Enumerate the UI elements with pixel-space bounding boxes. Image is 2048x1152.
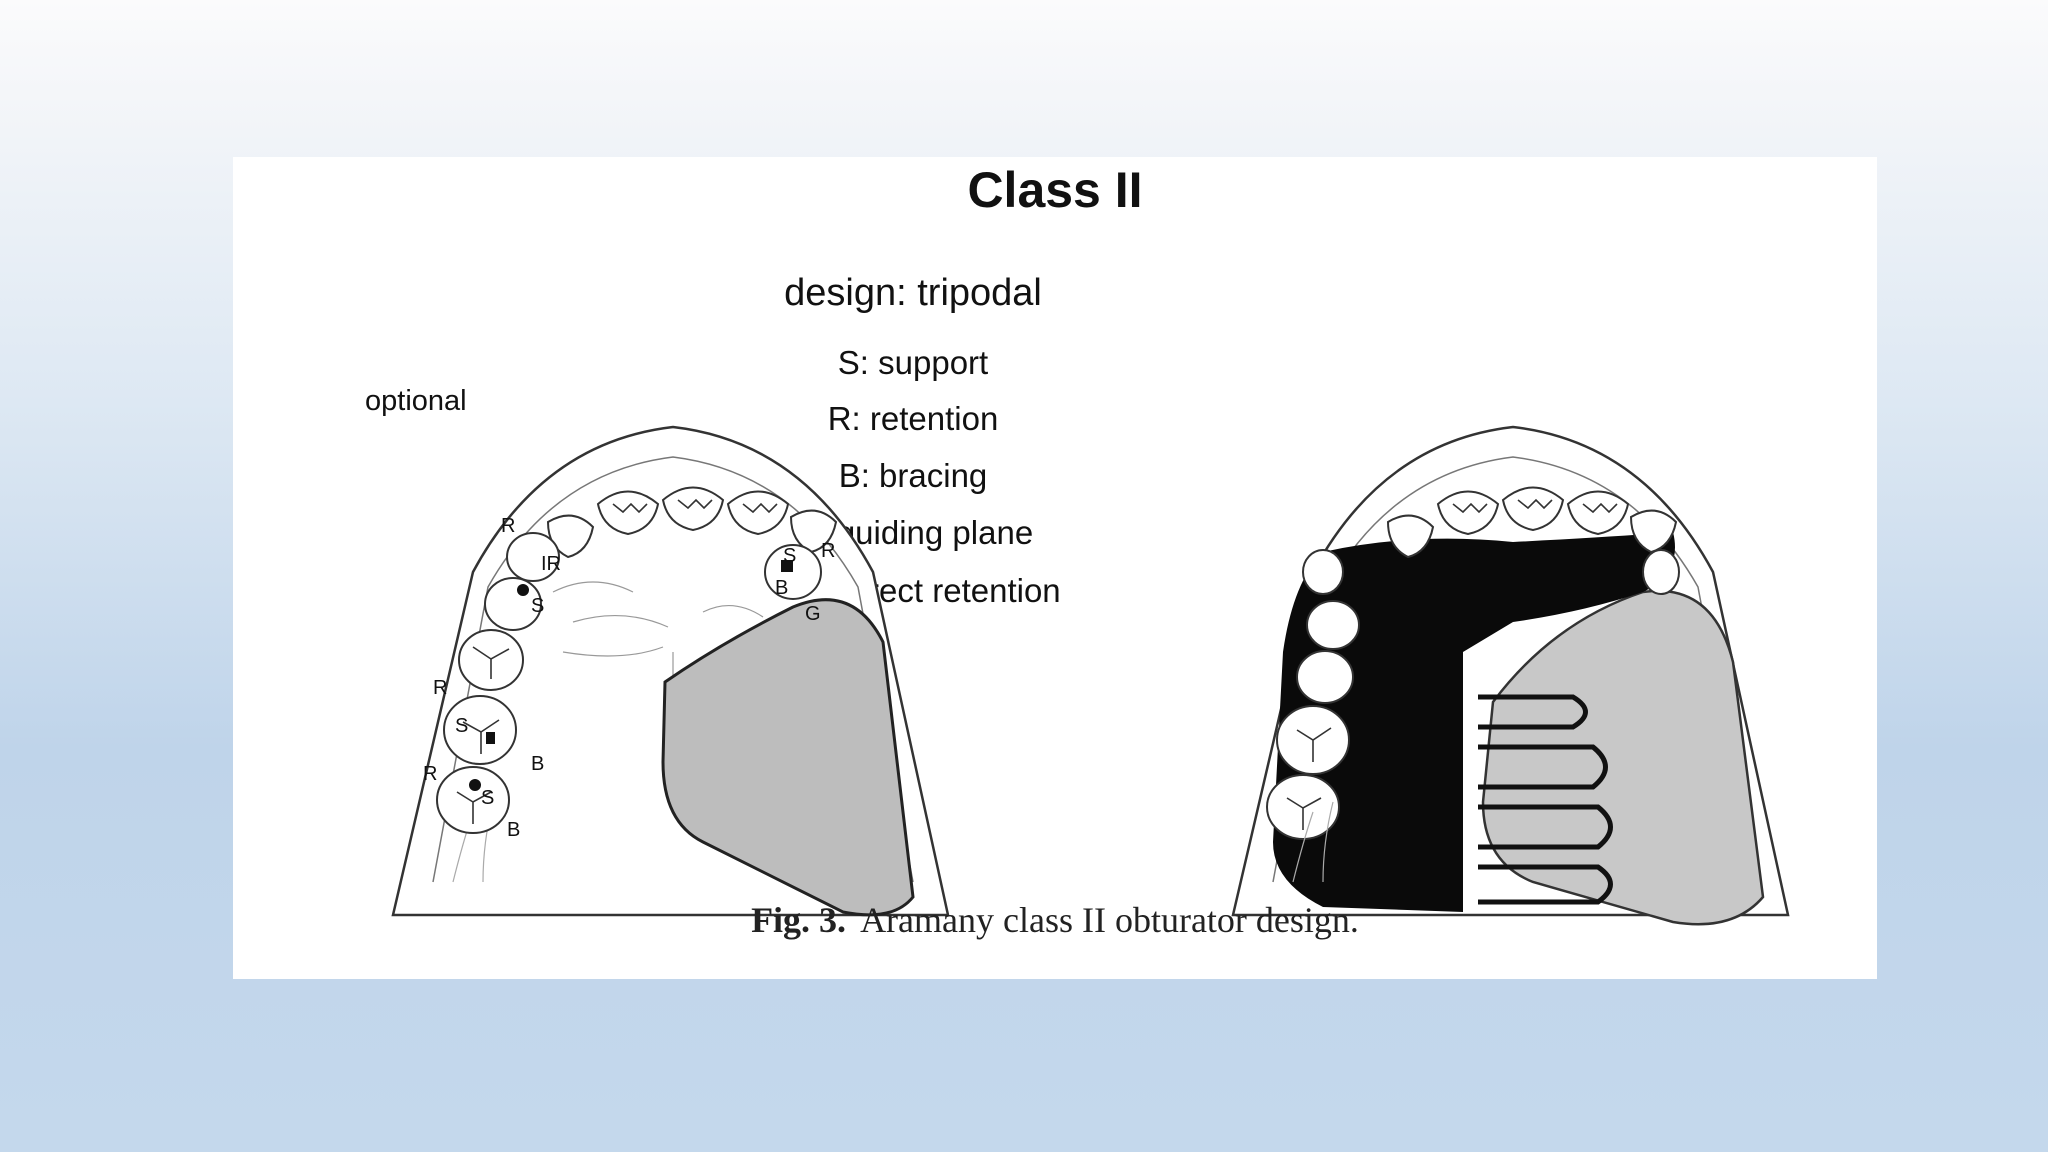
left-arch-diagram: R IR S R S B R S B S B R G bbox=[391, 425, 950, 917]
legend-bracing: B: bracing bbox=[838, 457, 988, 494]
label-b3: B bbox=[775, 577, 788, 599]
label-ir: IR bbox=[541, 553, 561, 575]
label-r4: R bbox=[821, 540, 835, 562]
prosthesis-framework bbox=[1273, 532, 1675, 912]
molar-2 bbox=[443, 695, 517, 765]
label-b1: B bbox=[531, 753, 544, 775]
label-b2: B bbox=[507, 819, 520, 841]
right-arch-diagram bbox=[1231, 425, 1790, 926]
retention-loop-2 bbox=[1478, 744, 1608, 790]
retention-loop-3 bbox=[1478, 804, 1613, 850]
molar-3 bbox=[436, 766, 510, 834]
incisor-3 bbox=[726, 490, 790, 536]
label-s4: S bbox=[783, 545, 796, 567]
retention-loop-1 bbox=[1478, 694, 1588, 730]
label-r3: R bbox=[423, 763, 437, 785]
optional-label: optional bbox=[365, 385, 467, 417]
obturator-region bbox=[661, 598, 915, 917]
caption-prefix: Fig. 3. bbox=[751, 900, 847, 940]
legend-support: S: support bbox=[837, 344, 989, 381]
caption-text: Aramany class II obturator design. bbox=[860, 900, 1359, 940]
canine-right bbox=[789, 509, 838, 554]
figure-caption: Fig. 3. Aramany class II obturator design… bbox=[233, 899, 1877, 941]
label-s2: S bbox=[455, 715, 468, 737]
label-g: G bbox=[805, 603, 821, 625]
premolar-1 bbox=[506, 532, 560, 582]
design-label: design: tripodal bbox=[784, 272, 1042, 314]
label-r2: R bbox=[433, 677, 447, 699]
incisor-1 bbox=[596, 490, 660, 536]
obturator-bulb bbox=[1481, 589, 1765, 926]
figure-title: Class II bbox=[967, 162, 1143, 218]
legend-retention: R: retention bbox=[827, 400, 999, 437]
label-r1: R bbox=[501, 515, 515, 537]
incisor-2 bbox=[661, 486, 725, 532]
label-s1: S bbox=[531, 595, 544, 617]
retention-loop-4 bbox=[1478, 864, 1613, 905]
label-s3: S bbox=[481, 787, 494, 809]
figure-panel: Class II design: tripodal S: support R: … bbox=[233, 157, 1877, 979]
